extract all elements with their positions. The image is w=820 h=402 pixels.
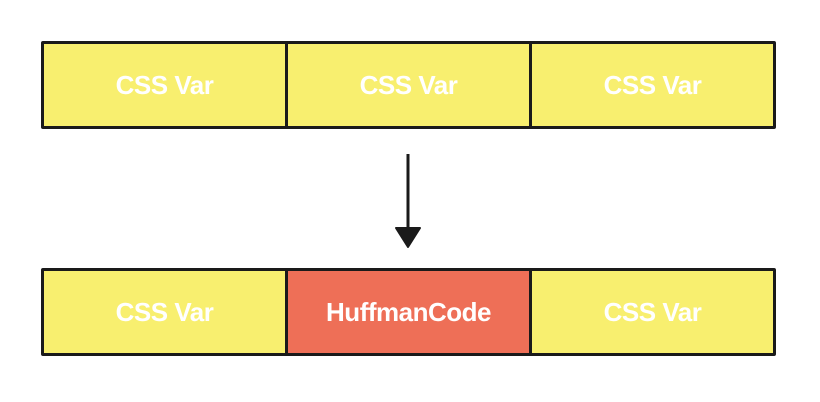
cell-label: CSS Var <box>359 69 458 100</box>
cell-label: HuffmanCode <box>326 296 491 327</box>
bottom-row-cell-highlighted: HuffmanCode <box>288 271 532 353</box>
cell-label: CSS Var <box>115 69 214 100</box>
top-row-cell: CSS Var <box>288 44 532 126</box>
arrow-head <box>395 227 421 248</box>
cell-label: CSS Var <box>115 296 214 327</box>
top-row: CSS Var CSS Var CSS Var <box>41 41 776 129</box>
top-row-cell: CSS Var <box>532 44 773 126</box>
cell-label: CSS Var <box>603 296 702 327</box>
cell-label: CSS Var <box>603 69 702 100</box>
top-row-cell: CSS Var <box>44 44 288 126</box>
bottom-row-cell: CSS Var <box>532 271 773 353</box>
bottom-row: CSS Var HuffmanCode CSS Var <box>41 268 776 356</box>
bottom-row-cell: CSS Var <box>44 271 288 353</box>
